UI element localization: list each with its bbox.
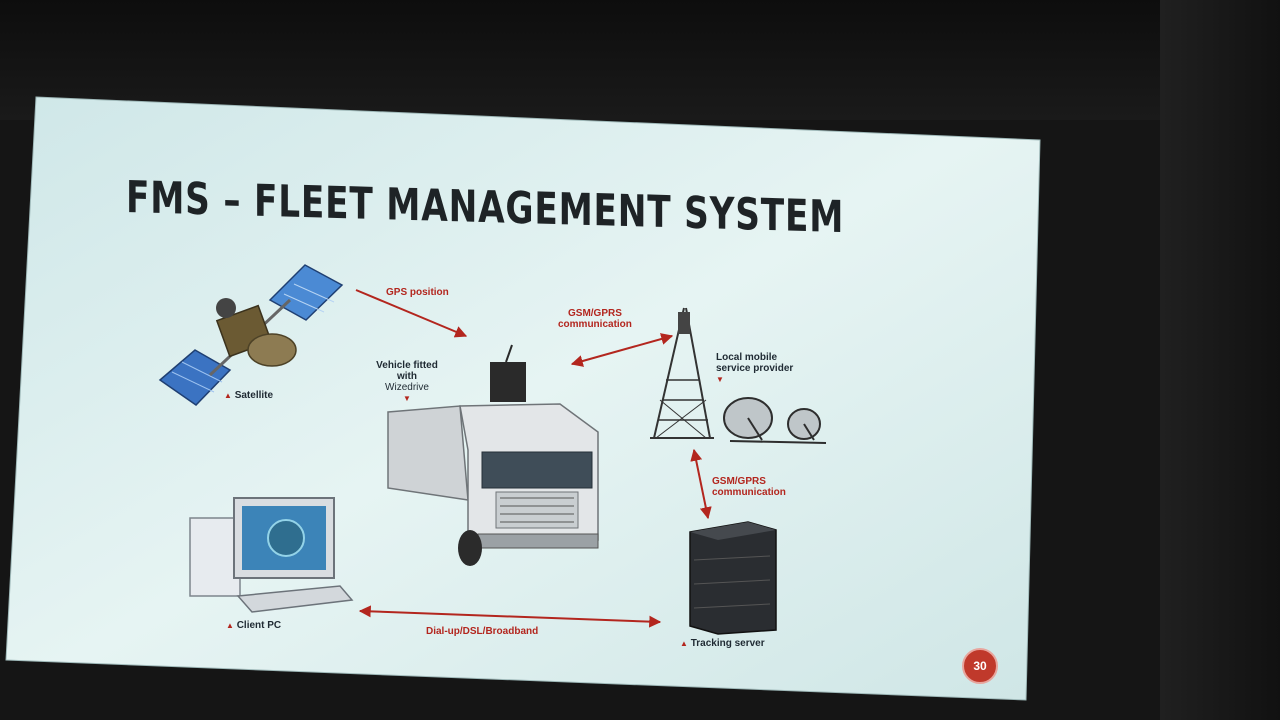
vehicle-pointer-icon: ▼ [403,394,411,403]
provider-pointer-icon: ▼ [716,375,724,384]
gsm-top-label: GSM/GPRS communication [558,308,632,330]
vehicle-label-line3: Wizedrive [385,382,429,393]
gsm-right-label-line2: communication [712,487,786,498]
room-wall-top [0,0,1160,120]
gsm-top-label-line2: communication [558,319,632,330]
satellite-label: ▲ Satellite [224,390,274,401]
vehicle-label-line1: Vehicle fitted [376,360,438,371]
page-number-badge: 30 [962,648,998,684]
dialup-label: Dial-up/DSL/Broadband [426,626,539,637]
client-pc-illustration [189,497,354,613]
gsm-right-label-line1: GSM/GPRS [712,476,766,487]
room-wall-right [1160,0,1280,720]
gsm-right-label: GSM/GPRS communication [712,476,786,498]
client-pc-label-text: Client PC [236,620,282,631]
satellite-illustration [158,264,344,406]
cell-tower-illustration [650,307,714,439]
vehicle-label-line2: with [397,371,417,382]
client-pc-label: ▲ Client PC [226,620,282,631]
gsm-top-label-line1: GSM/GPRS [568,308,622,319]
provider-label: Local mobile service provider ▼ [716,352,793,385]
satellite-label-text: Satellite [234,390,274,401]
tracking-server-label: ▲ Tracking server [680,638,765,649]
gps-position-label: GPS position [386,287,449,298]
truck-illustration [387,344,599,566]
satellite-dishes-illustration [723,397,827,444]
tracking-server-illustration [689,521,777,635]
vehicle-label: Vehicle fitted with Wizedrive ▼ [362,360,452,404]
provider-label-line1: Local mobile [716,352,778,363]
connection-arrows [355,289,712,628]
provider-label-line2: service provider [716,363,794,374]
tracking-server-label-text: Tracking server [690,638,765,649]
